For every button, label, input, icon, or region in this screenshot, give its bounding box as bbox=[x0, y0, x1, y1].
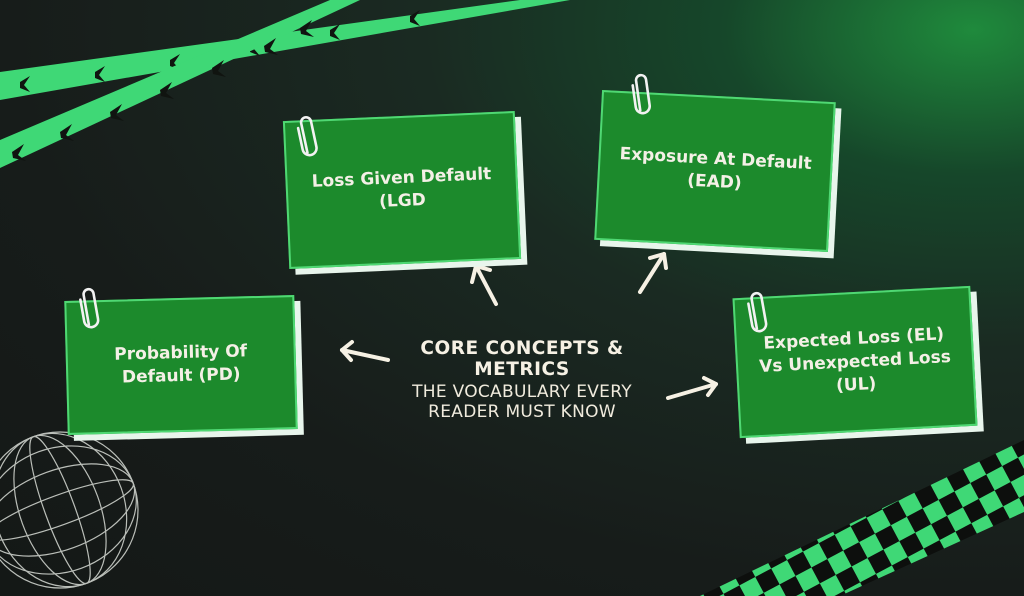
paperclip-icon bbox=[79, 287, 100, 329]
arrow-to-pd bbox=[340, 340, 390, 362]
card-pd-label: Probability Of Default (PD) bbox=[114, 341, 248, 388]
wireframe-globe-icon bbox=[0, 431, 139, 589]
card-lgd-label: Loss Given Default (LGD bbox=[311, 164, 492, 212]
card-ead-label: Exposure At Default (EAD) bbox=[619, 143, 813, 194]
caution-tape-diagonal bbox=[0, 0, 360, 168]
paperclip-icon bbox=[631, 73, 651, 115]
card-ead-wrap: Exposure At Default (EAD) bbox=[594, 89, 842, 259]
arrows bbox=[340, 252, 718, 400]
center-title: CORE CONCEPTS & METRICS bbox=[420, 338, 624, 380]
center-subtitle: THE VOCABULARY EVERY READER MUST KNOW bbox=[412, 382, 632, 422]
arrow-to-ead bbox=[638, 252, 668, 294]
checkered-tape bbox=[700, 440, 1024, 596]
card-ead: Exposure At Default (EAD) bbox=[594, 89, 836, 253]
arrow-to-el bbox=[666, 376, 718, 400]
caution-tape-top bbox=[0, 0, 570, 100]
paperclip-icon bbox=[296, 116, 318, 157]
arrow-to-lgd bbox=[470, 264, 498, 306]
card-el-label: Expected Loss (EL) Vs Unexpected Loss (U… bbox=[758, 323, 952, 396]
paperclip-icon bbox=[747, 291, 768, 333]
